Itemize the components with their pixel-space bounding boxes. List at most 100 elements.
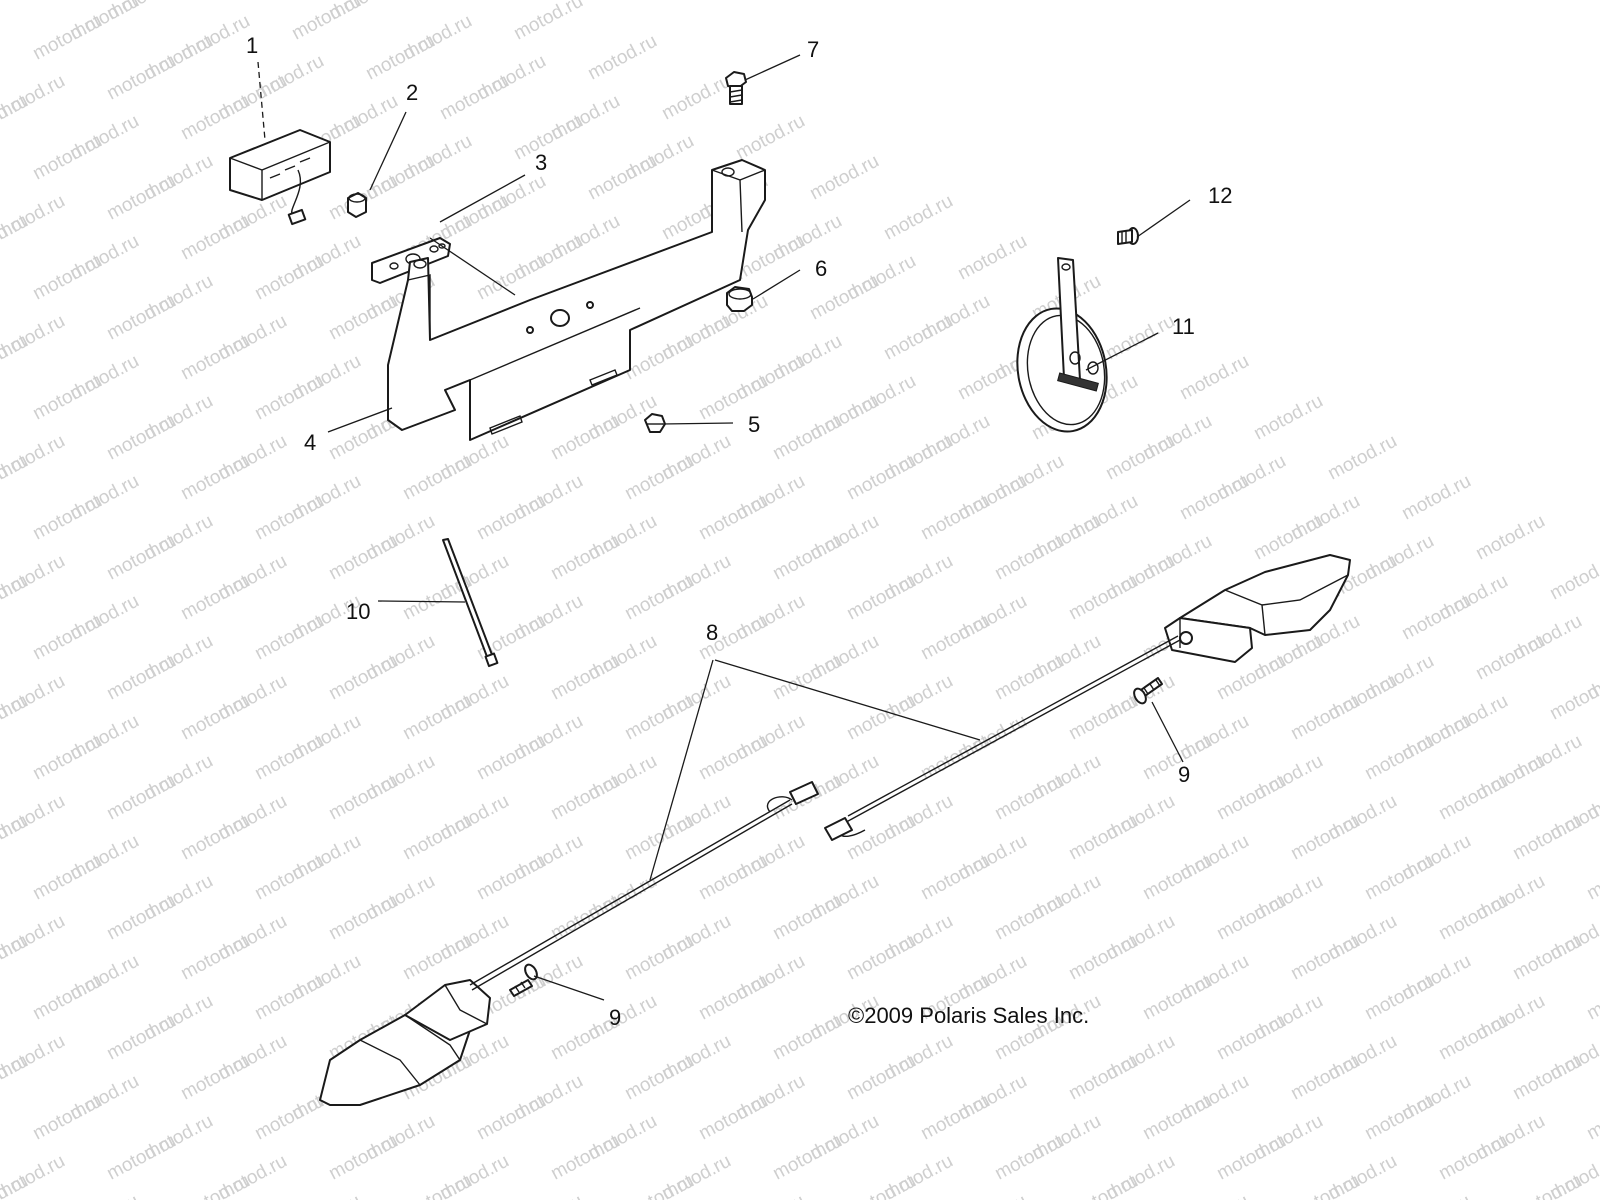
watermark-text: motod.ru xyxy=(1435,1011,1511,1065)
watermark-text: motod.ru xyxy=(1546,551,1600,605)
watermark-text: motod.ru xyxy=(1509,811,1585,865)
watermark-text: motod.ru xyxy=(325,891,401,945)
watermark-text: motod.ru xyxy=(1065,811,1141,865)
watermark-text: motod.ru xyxy=(1139,851,1215,905)
watermark-text: motod.ru xyxy=(991,1131,1067,1185)
callout-3: 3 xyxy=(535,150,547,175)
watermark-text: motod.ru xyxy=(1583,971,1600,1025)
callout-9-right: 9 xyxy=(1178,762,1190,787)
watermark-text: motod.ru xyxy=(399,811,475,865)
watermark-text: motod.ru xyxy=(1435,1131,1511,1185)
watermark-text: motod.ru xyxy=(399,931,475,985)
watermark-text: motod.ru xyxy=(954,231,1030,285)
watermark-text: motod.ru xyxy=(177,691,253,745)
watermark-text: motod.ru xyxy=(103,291,179,345)
watermark-text: motod.ru xyxy=(510,111,586,165)
watermark-text: motod.ru xyxy=(584,151,660,205)
watermark-text: motod.ru xyxy=(473,731,549,785)
callout-6: 6 xyxy=(815,256,827,281)
watermark-text: motod.ru xyxy=(843,1171,919,1200)
watermark-text: motod.ru xyxy=(251,851,327,905)
callout-7: 7 xyxy=(807,37,819,62)
watermark-text: motod.ru xyxy=(1287,691,1363,745)
watermark-text: motod.ru xyxy=(103,51,179,105)
watermark-text: motod.ru xyxy=(917,491,993,545)
watermark-text: motod.ru xyxy=(251,1091,327,1145)
watermark-text: motod.ru xyxy=(621,451,697,505)
watermark-text: motod.ru xyxy=(547,1131,623,1185)
watermark-text: motod.ru xyxy=(325,651,401,705)
watermark-text: motod.ru xyxy=(547,531,623,585)
watermark-text: motod.ru xyxy=(621,571,697,625)
part-8-turn-signal-right xyxy=(824,554,1351,841)
watermark-text: motod.ru xyxy=(1546,671,1600,725)
callout-10: 10 xyxy=(346,599,370,624)
watermark-text: motod.ru xyxy=(843,811,919,865)
watermark-text: motod.ru xyxy=(251,971,327,1025)
watermark-text: motod.ru xyxy=(1509,931,1585,985)
watermark-text: motod.ru xyxy=(1398,591,1474,645)
watermark-text: motod.ru xyxy=(658,71,734,125)
watermark-text: motod.ru xyxy=(29,371,105,425)
watermark-text: motod.ru xyxy=(177,331,253,385)
watermark-text: motod.ru xyxy=(1176,471,1252,525)
watermark-text: motod.ru xyxy=(732,111,808,165)
watermark-text: motod.ru xyxy=(806,151,882,205)
watermark-text: motod.ru xyxy=(1361,971,1437,1025)
watermark-text: motod.ru xyxy=(1065,931,1141,985)
watermark-text: motod.ru xyxy=(214,0,290,4)
watermark-text: motod.ru xyxy=(1509,1051,1585,1105)
watermark-text: motod.ru xyxy=(1472,511,1548,565)
watermark-text: motod.ru xyxy=(177,1171,253,1200)
watermark-text: motod.ru xyxy=(621,331,697,385)
watermark-text: motod.ru xyxy=(1213,1011,1289,1065)
watermark-text: motod.ru xyxy=(547,411,623,465)
watermark-text: motod.ru xyxy=(473,851,549,905)
watermark-text: motod.ru xyxy=(991,891,1067,945)
watermark-text: motod.ru xyxy=(1361,851,1437,905)
watermark-text: motod.ru xyxy=(1435,891,1511,945)
watermark-text: motod.ru xyxy=(695,491,771,545)
watermark-text: motod.ru xyxy=(103,411,179,465)
part-12-screw xyxy=(1117,227,1139,245)
watermark-text: motod.ru xyxy=(1435,771,1511,825)
watermark-text: motod.ru xyxy=(1065,1171,1141,1200)
callout-11: 11 xyxy=(1172,314,1195,339)
watermark-text: motod.ru xyxy=(103,1131,179,1185)
watermark-text: motod.ru xyxy=(251,491,327,545)
watermark-text: motod.ru xyxy=(103,531,179,585)
watermark-text: motod.ru xyxy=(1324,431,1400,485)
watermark-text: motod.ru xyxy=(695,731,771,785)
watermark-text: motod.ru xyxy=(1102,431,1178,485)
watermark-text: motod.ru xyxy=(732,1191,808,1200)
watermark-text: motod.ru xyxy=(29,1091,105,1145)
watermark-text: motod.ru xyxy=(325,771,401,825)
watermark-text: motod.ru xyxy=(1213,771,1289,825)
watermark-text: motod.ru xyxy=(399,451,475,505)
watermark-text: motod.ru xyxy=(769,891,845,945)
watermark-text: motod.ru xyxy=(769,411,845,465)
watermark-text: motod.ru xyxy=(473,1091,549,1145)
part-2-clip-nut xyxy=(347,192,367,218)
part-11-horn xyxy=(1016,257,1108,433)
callout-8: 8 xyxy=(706,620,718,645)
watermark-text: motod.ru xyxy=(584,31,660,85)
watermark-text: motod.ru xyxy=(177,91,253,145)
part-7-bolt xyxy=(725,71,747,105)
watermark-text: motod.ru xyxy=(843,691,919,745)
watermark-text: motod.ru xyxy=(29,131,105,185)
watermark-text: motod.ru xyxy=(0,0,32,24)
watermark-text: motod.ru xyxy=(288,0,364,44)
watermark-text: motod.ru xyxy=(103,651,179,705)
watermark-text: motod.ru xyxy=(325,1131,401,1185)
callout-1: 1 xyxy=(246,33,258,58)
watermark-text: motod.ru xyxy=(29,611,105,665)
watermark-text: motod.ru xyxy=(1361,1091,1437,1145)
watermark-text: motod.ru xyxy=(1139,971,1215,1025)
part-1-relay-module xyxy=(229,129,331,226)
watermark-text: motod.ru xyxy=(843,931,919,985)
watermark-text: motod.ru xyxy=(103,891,179,945)
watermark-text: motod.ru xyxy=(251,731,327,785)
part-6-spacer xyxy=(726,286,753,312)
